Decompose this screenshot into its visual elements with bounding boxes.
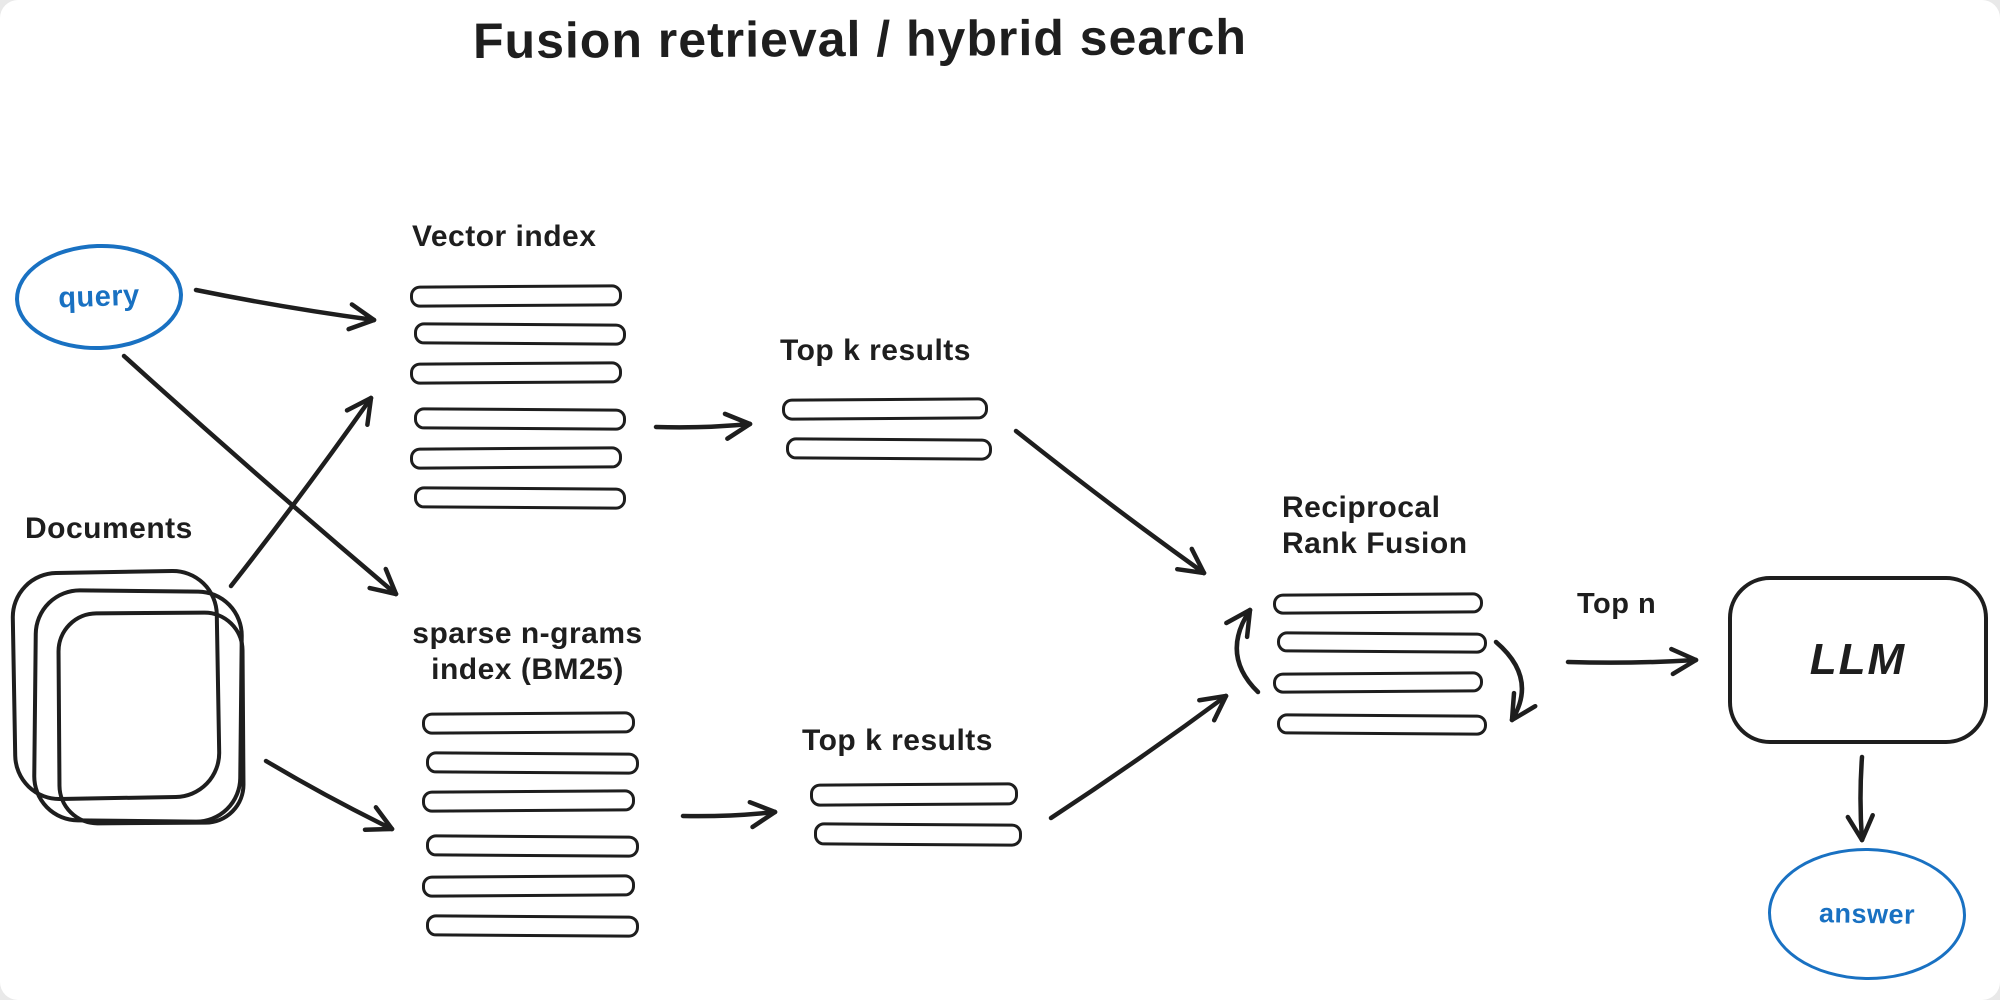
- arrow-top-k-vector-to-rrf-head: [1175, 566, 1207, 576]
- arrow-llm-to-answer-head: [1845, 814, 1865, 843]
- query-label: query: [57, 279, 141, 314]
- arrow-documents-to-vector-index-head: [344, 395, 374, 413]
- index-row: [409, 446, 623, 470]
- top-k-vector-label: Top k results: [780, 334, 971, 367]
- sparse-index-label-line1: sparse n-grams: [412, 617, 643, 650]
- arrow-query-to-vector-index-head: [349, 302, 377, 323]
- query-node: query: [13, 241, 185, 353]
- index-row: [1276, 713, 1488, 736]
- index-row: [409, 361, 623, 385]
- arrow-query-to-vector-index: [193, 287, 377, 323]
- rrf-label: Reciprocal Rank Fusion: [1262, 490, 1517, 562]
- arrow-documents-to-sparse-index: [263, 758, 395, 832]
- documents-label: Documents: [25, 512, 193, 545]
- arrow-top-k-sparse-to-rrf: [1048, 693, 1229, 821]
- vector-index-label: Vector index: [412, 220, 597, 253]
- arrow-rrf-cycle-left-head: [1244, 607, 1253, 640]
- arrow-query-to-sparse-index-head: [367, 585, 399, 597]
- arrow-query-to-sparse-index: [121, 353, 399, 597]
- arrow-llm-to-answer-head: [1859, 812, 1875, 843]
- arrow-top-k-vector-to-rrf-head: [1189, 546, 1207, 576]
- index-row: [413, 322, 627, 346]
- rrf-label-line2: Rank Fusion: [1282, 527, 1468, 560]
- index-row: [413, 486, 627, 510]
- arrow-rrf-cycle-right-head: [1509, 703, 1538, 723]
- answer-node: answer: [1766, 846, 1968, 982]
- arrow-vector-index-to-top-k-head: [725, 421, 753, 441]
- index-row: [421, 789, 636, 813]
- sparse-index-label: sparse n-grams index (BM25): [400, 616, 655, 688]
- llm-node: LLM: [1728, 576, 1988, 744]
- arrow-query-to-sparse-index-head: [383, 566, 399, 597]
- arrow-rrf-to-llm-head: [1670, 657, 1699, 677]
- arrow-documents-to-vector-index: [228, 395, 374, 589]
- index-row: [781, 397, 989, 421]
- llm-label: LLM: [1809, 635, 1907, 684]
- arrow-rrf-to-llm: [1565, 657, 1699, 665]
- arrow-rrf-cycle-left-head: [1224, 607, 1253, 626]
- arrow-llm-to-answer: [1858, 754, 1865, 843]
- index-row: [421, 711, 636, 735]
- arrow-vector-index-to-top-k-head: [722, 411, 753, 427]
- index-row: [785, 437, 993, 461]
- rrf-label-line1: Reciprocal: [1282, 491, 1441, 524]
- arrow-sparse-index-to-top-k-head: [747, 799, 778, 815]
- answer-label: answer: [1818, 897, 1916, 930]
- top-n-label: Top n: [1577, 588, 1657, 620]
- top-k-sparse-label: Top k results: [802, 724, 993, 757]
- index-row: [413, 407, 627, 431]
- arrow-rrf-cycle-right: [1493, 639, 1525, 723]
- index-row: [813, 822, 1023, 847]
- index-row: [425, 751, 640, 775]
- index-row: [1272, 592, 1484, 615]
- diagram-title: Fusion retrieval / hybrid search: [472, 8, 1248, 70]
- arrow-top-k-vector-to-rrf: [1013, 428, 1207, 576]
- document-page: [56, 610, 246, 826]
- arrow-documents-to-sparse-index-head: [373, 805, 395, 832]
- arrow-documents-to-vector-index-head: [365, 395, 374, 428]
- index-row: [425, 914, 640, 938]
- index-row: [421, 874, 636, 898]
- arrow-top-k-sparse-to-rrf-head: [1197, 693, 1229, 703]
- arrow-query-to-vector-index-head: [346, 317, 377, 332]
- index-row: [425, 834, 640, 858]
- arrow-top-k-sparse-to-rrf-head: [1211, 693, 1229, 723]
- index-row: [1276, 631, 1488, 654]
- arrow-documents-to-sparse-index-head: [362, 826, 395, 832]
- arrow-rrf-to-llm-head: [1669, 646, 1699, 663]
- index-row: [809, 782, 1019, 807]
- sparse-index-label-line2: index (BM25): [431, 653, 624, 686]
- arrow-rrf-cycle-right-head: [1509, 690, 1517, 723]
- arrow-sparse-index-to-top-k-head: [750, 809, 778, 830]
- index-row: [409, 284, 623, 308]
- arrow-vector-index-to-top-k: [653, 421, 753, 430]
- arrow-rrf-cycle-left: [1234, 607, 1261, 695]
- index-row: [1272, 671, 1484, 694]
- arrow-sparse-index-to-top-k: [680, 809, 778, 819]
